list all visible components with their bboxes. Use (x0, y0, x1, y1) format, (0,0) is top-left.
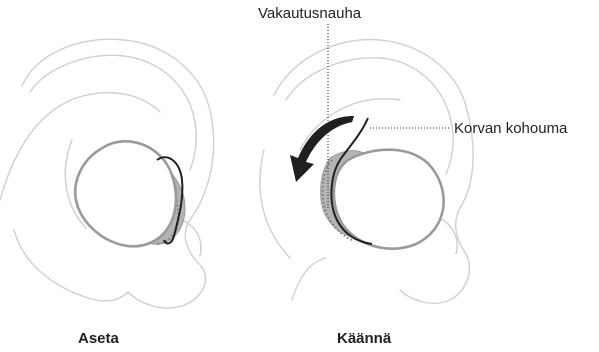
right-stability-band (330, 117, 373, 245)
insert-illustration (0, 38, 215, 309)
left-ear-outline (0, 38, 215, 309)
left-earbud-body (74, 140, 178, 248)
right-ear-outline (259, 38, 474, 304)
left-earbud (74, 140, 186, 248)
left-stability-band (156, 156, 184, 245)
right-earbud-body (332, 148, 445, 250)
rotate-step-caption: Käännä (337, 330, 392, 347)
rotate-illustration (259, 38, 474, 304)
ear-ridge-label: Korvan kohouma (454, 120, 568, 137)
insert-step-caption: Aseta (78, 330, 119, 347)
right-earbud (320, 117, 445, 250)
rotation-arrow (290, 116, 354, 182)
stability-band-label: Vakautusnauha (258, 5, 362, 22)
